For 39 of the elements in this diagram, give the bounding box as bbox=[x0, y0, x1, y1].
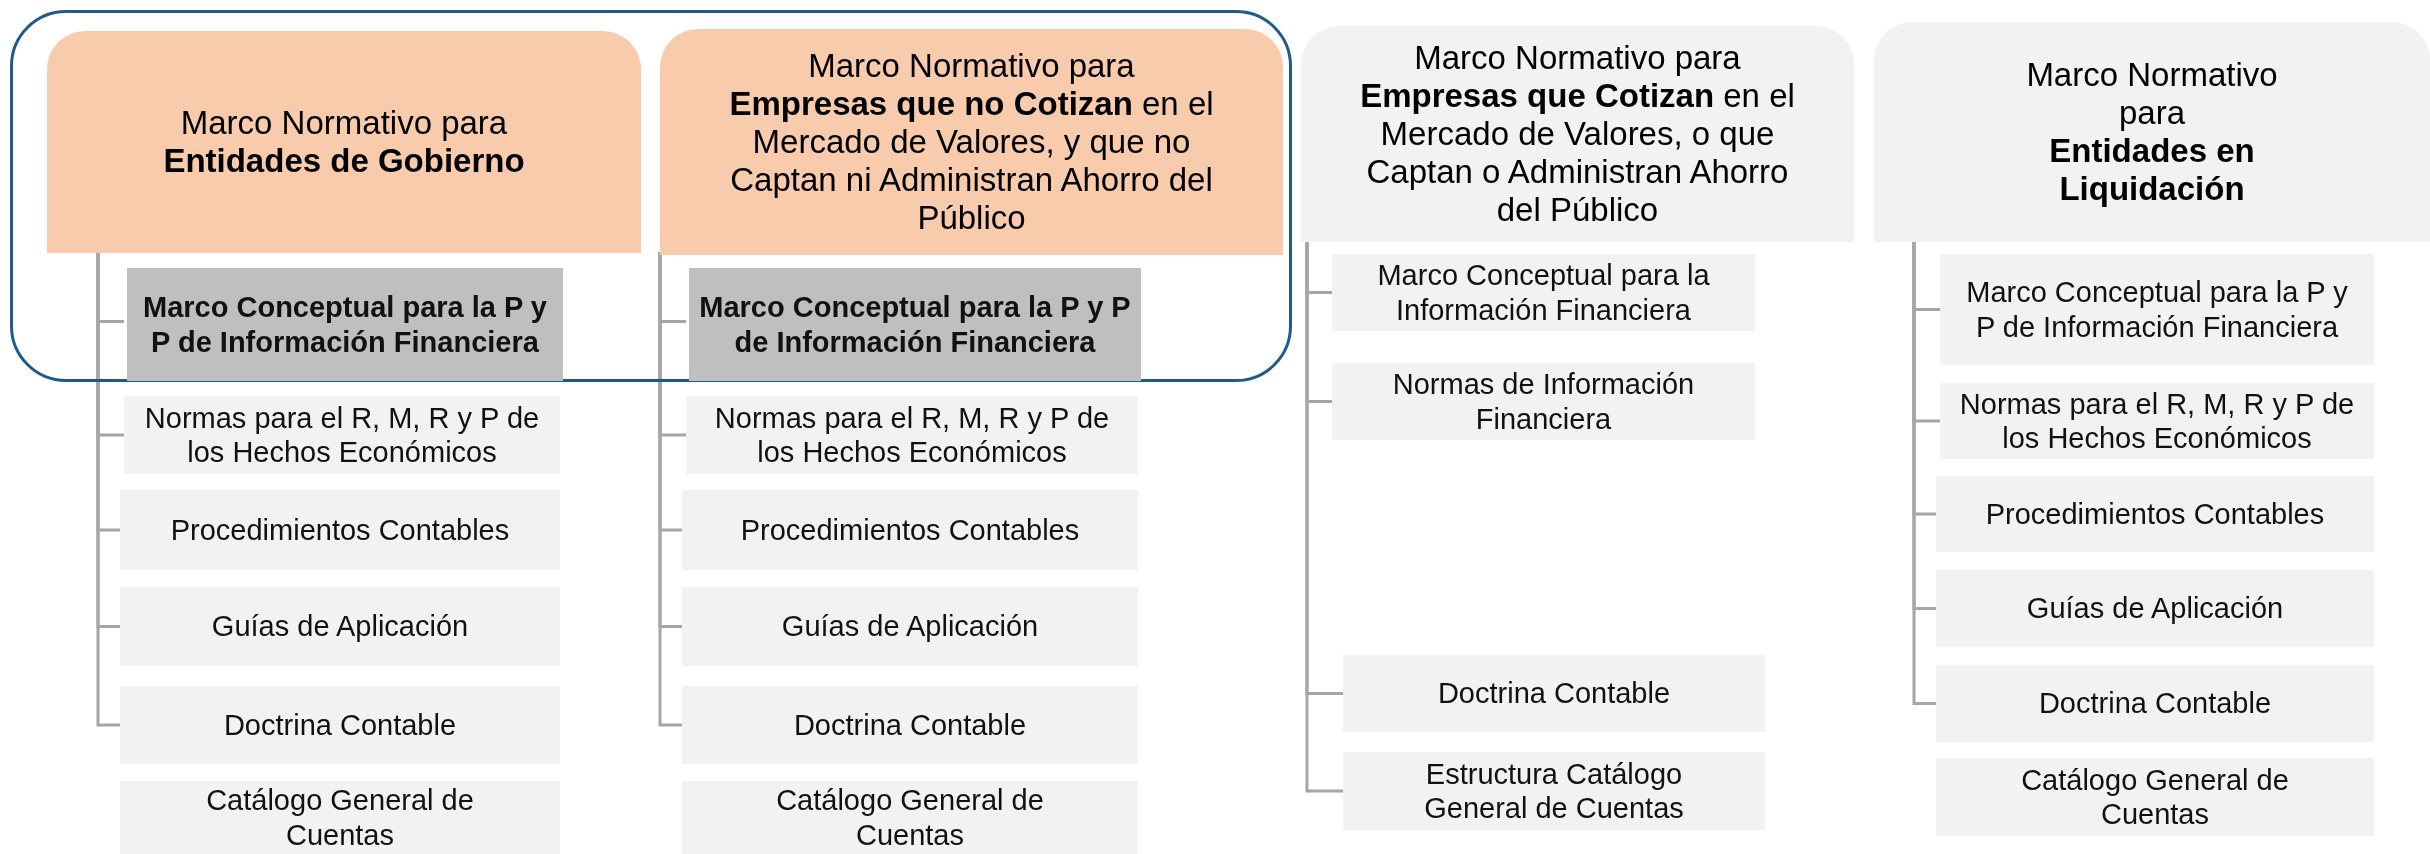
header-subject: Empresas que Cotizan en el Mercado de Valores, o que Captan o Administran Ahorro del Público bbox=[1359, 77, 1796, 229]
framework-item: Guías de Aplicación bbox=[1936, 570, 2374, 647]
header-title: Marco Normativo para bbox=[2025, 56, 2279, 132]
framework-header bbox=[1874, 22, 2430, 242]
framework-item: Procedimientos Contables bbox=[682, 490, 1138, 570]
framework-header bbox=[47, 31, 641, 253]
framework-item: Normas de Información Financiera bbox=[1332, 363, 1755, 440]
group-outline bbox=[10, 10, 1292, 382]
framework-item: Normas para el R, M, R y P de los Hechos Económicos bbox=[686, 396, 1138, 474]
framework-item: Procedimientos Contables bbox=[120, 490, 560, 570]
header-title: Marco Normativo para bbox=[808, 47, 1135, 86]
framework-item: Marco Conceptual para la P y P de Información Financiera bbox=[689, 268, 1141, 381]
framework-item: Marco Conceptual para la P y P de Información Financiera bbox=[1940, 254, 2374, 365]
header-subject: Empresas que no Cotizan en el Mercado de Valores, y que no Captan ni Administran Ahorro del Público bbox=[728, 85, 1215, 237]
framework-item: Catálogo General de Cuentas bbox=[1936, 758, 2374, 836]
framework-item: Guías de Aplicación bbox=[682, 587, 1138, 666]
framework-item: Estructura Catálogo General de Cuentas bbox=[1343, 752, 1765, 830]
framework-item: Doctrina Contable bbox=[682, 686, 1138, 764]
framework-header bbox=[660, 29, 1283, 255]
framework-header bbox=[1301, 26, 1854, 242]
framework-item: Guías de Aplicación bbox=[120, 587, 560, 666]
framework-item: Doctrina Contable bbox=[1343, 655, 1765, 732]
connector-line bbox=[1305, 242, 1343, 793]
connector-line bbox=[96, 250, 120, 727]
framework-item: Normas para el R, M, R y P de los Hechos Económicos bbox=[124, 396, 560, 474]
connector-line bbox=[1912, 242, 1936, 705]
framework-item: Doctrina Contable bbox=[1936, 665, 2374, 742]
header-subject: Entidades de Gobierno bbox=[163, 142, 525, 180]
framework-item: Catálogo General de Cuentas bbox=[682, 781, 1138, 854]
framework-item: Catálogo General de Cuentas bbox=[120, 781, 560, 854]
framework-item: Marco Conceptual para la P y P de Información Financiera bbox=[127, 268, 563, 381]
framework-item: Normas para el R, M, R y P de los Hechos Económicos bbox=[1940, 383, 2374, 459]
header-title: Marco Normativo para bbox=[1414, 39, 1741, 78]
header-subject: Entidades en Liquidación bbox=[2048, 132, 2256, 208]
header-title: Marco Normativo para bbox=[180, 104, 508, 142]
framework-item: Procedimientos Contables bbox=[1936, 476, 2374, 552]
framework-item: Marco Conceptual para la Información Financiera bbox=[1332, 254, 1755, 331]
connector-line bbox=[658, 252, 682, 727]
framework-item: Doctrina Contable bbox=[120, 686, 560, 764]
